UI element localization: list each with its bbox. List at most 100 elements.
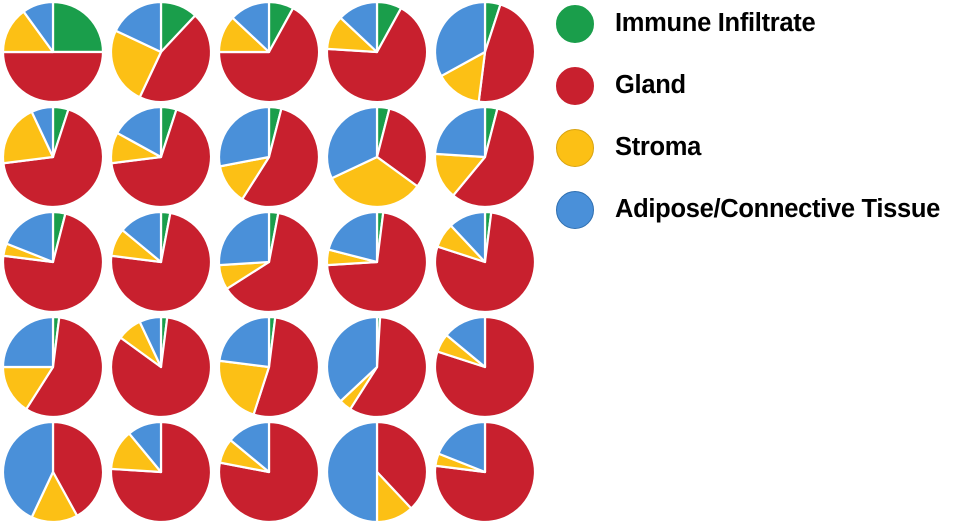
pie-slice-gland (349, 315, 429, 419)
pie-slice-adipose-connective-tissue (116, 105, 163, 159)
pie-slice-gland (433, 420, 537, 524)
pie-chart-r3c2 (107, 208, 215, 316)
pie-slice-adipose-connective-tissue (218, 315, 271, 369)
pie-slice-adipose-connective-tissue (229, 420, 271, 474)
pie-svg-r3c3 (217, 210, 321, 314)
pie-chart-r2c5 (431, 103, 539, 211)
pie-slice-adipose-connective-tissue (325, 105, 379, 180)
pie-slice-adipose-connective-tissue (121, 210, 163, 264)
pie-svg-r4c2 (109, 315, 213, 419)
pie-slice-gland (110, 108, 213, 209)
legend-label-immune-infiltrate: Immune Infiltrate (615, 9, 816, 38)
pie-slice-adipose-connective-tissue (5, 210, 55, 264)
legend-label-adipose-connective-tissue: Adipose/Connective Tissue (615, 195, 941, 224)
pie-svg-r5c5 (433, 420, 537, 524)
pie-svg-r3c5 (433, 210, 537, 314)
pie-slice-adipose-connective-tissue (449, 210, 487, 264)
pie-chart-r5c2 (107, 418, 215, 526)
legend-label-stroma: Stroma (615, 133, 702, 162)
pie-svg-r2c1 (1, 105, 105, 209)
pie-slice-gland (252, 316, 321, 419)
pie-chart-r1c1 (0, 0, 107, 106)
pie-slice-adipose-connective-tissue (30, 105, 55, 159)
pie-svg-r3c1 (1, 210, 105, 314)
pie-chart-r3c5 (431, 208, 539, 316)
pie-chart-r4c2 (107, 313, 215, 421)
pie-slice-gland (477, 3, 537, 104)
pie-svg-r1c4 (325, 0, 429, 104)
pie-svg-r1c2 (109, 0, 213, 104)
legend-item-adipose-connective-tissue[interactable]: Adipose/Connective Tissue (556, 190, 940, 230)
pie-slice-gland (225, 211, 321, 314)
pie-slice-gland (25, 316, 105, 419)
pie-slice-adipose-connective-tissue (1, 420, 55, 519)
pie-slice-adipose-connective-tissue (327, 210, 379, 264)
pie-slice-adipose-connective-tissue (339, 0, 379, 54)
pie-svg-r5c3 (217, 420, 321, 524)
pie-slice-adipose-connective-tissue (433, 105, 487, 159)
pie-slice-stroma (109, 29, 163, 99)
pie-slice-adipose-connective-tissue (231, 0, 271, 54)
pie-slice-gland (138, 14, 213, 104)
pie-slice-gland (375, 107, 429, 188)
pie-slice-gland (452, 107, 537, 209)
pie-chart-r4c1 (0, 313, 107, 421)
legend-label-gland: Gland (615, 71, 686, 100)
pie-chart-r5c1 (0, 418, 107, 526)
pie-slice-immune-infiltrate (51, 0, 105, 54)
pie-chart-r2c3 (215, 103, 323, 211)
pie-svg-r1c5 (433, 0, 537, 104)
pie-slice-gland (1, 50, 105, 104)
pie-chart-r1c5 (431, 0, 539, 106)
pie-chart-r3c3 (215, 208, 323, 316)
pie-svg-r5c1 (1, 420, 105, 524)
pie-chart-r1c4 (323, 0, 431, 106)
pie-svg-r2c3 (217, 105, 321, 209)
pie-slice-stroma (1, 110, 55, 165)
pie-chart-r4c3 (215, 313, 323, 421)
pie-chart-r2c4 (323, 103, 431, 211)
pie-chart-r3c4 (323, 208, 431, 316)
pie-slice-adipose-connective-tissue (217, 210, 271, 267)
pie-slice-gland (325, 7, 429, 104)
pie-slice-gland (2, 108, 105, 209)
legend-item-immune-infiltrate[interactable]: Immune Infiltrate (556, 4, 816, 44)
pie-chart-r5c4 (323, 418, 431, 526)
pie-slice-adipose-connective-tissue (325, 420, 379, 524)
pie-slice-adipose-connective-tissue (445, 315, 487, 369)
pie-svg-r1c1 (1, 0, 105, 104)
legend-item-gland[interactable]: Gland (556, 66, 686, 106)
pie-svg-r4c1 (1, 315, 105, 419)
pie-chart-grid (0, 0, 539, 524)
pie-slice-adipose-connective-tissue (217, 105, 271, 168)
legend-swatch-immune-infiltrate-icon (556, 5, 594, 43)
legend-swatch-gland-icon (556, 67, 594, 105)
pie-svg-r3c4 (325, 210, 429, 314)
pie-slice-adipose-connective-tissue (114, 0, 163, 54)
pie-slice-gland (241, 107, 321, 209)
legend-item-stroma[interactable]: Stroma (556, 128, 701, 168)
pie-slice-adipose-connective-tissue (325, 315, 379, 403)
pie-slice-adipose-connective-tissue (128, 420, 163, 474)
pie-chart-r1c3 (215, 0, 323, 106)
pie-svg-r2c2 (109, 105, 213, 209)
pie-slice-gland (375, 420, 429, 510)
pie-slice-gland (51, 420, 105, 517)
pie-svg-r2c5 (433, 105, 537, 209)
pie-svg-r4c4 (325, 315, 429, 419)
pie-svg-r5c4 (325, 420, 429, 524)
pie-slice-adipose-connective-tissue (433, 0, 487, 78)
pie-chart-r1c2 (107, 0, 215, 106)
legend-swatch-stroma-icon (556, 129, 594, 167)
pie-chart-r2c1 (0, 103, 107, 211)
pie-slice-adipose-connective-tissue (1, 315, 55, 369)
pie-slice-adipose-connective-tissue (437, 420, 487, 474)
pie-chart-r4c5 (431, 313, 539, 421)
pie-chart-r2c2 (107, 103, 215, 211)
pie-chart-r3c1 (0, 208, 107, 316)
pie-slice-stroma (330, 155, 419, 209)
pie-slice-gland (217, 7, 321, 104)
pie-svg-r3c2 (109, 210, 213, 314)
pie-svg-r4c3 (217, 315, 321, 419)
